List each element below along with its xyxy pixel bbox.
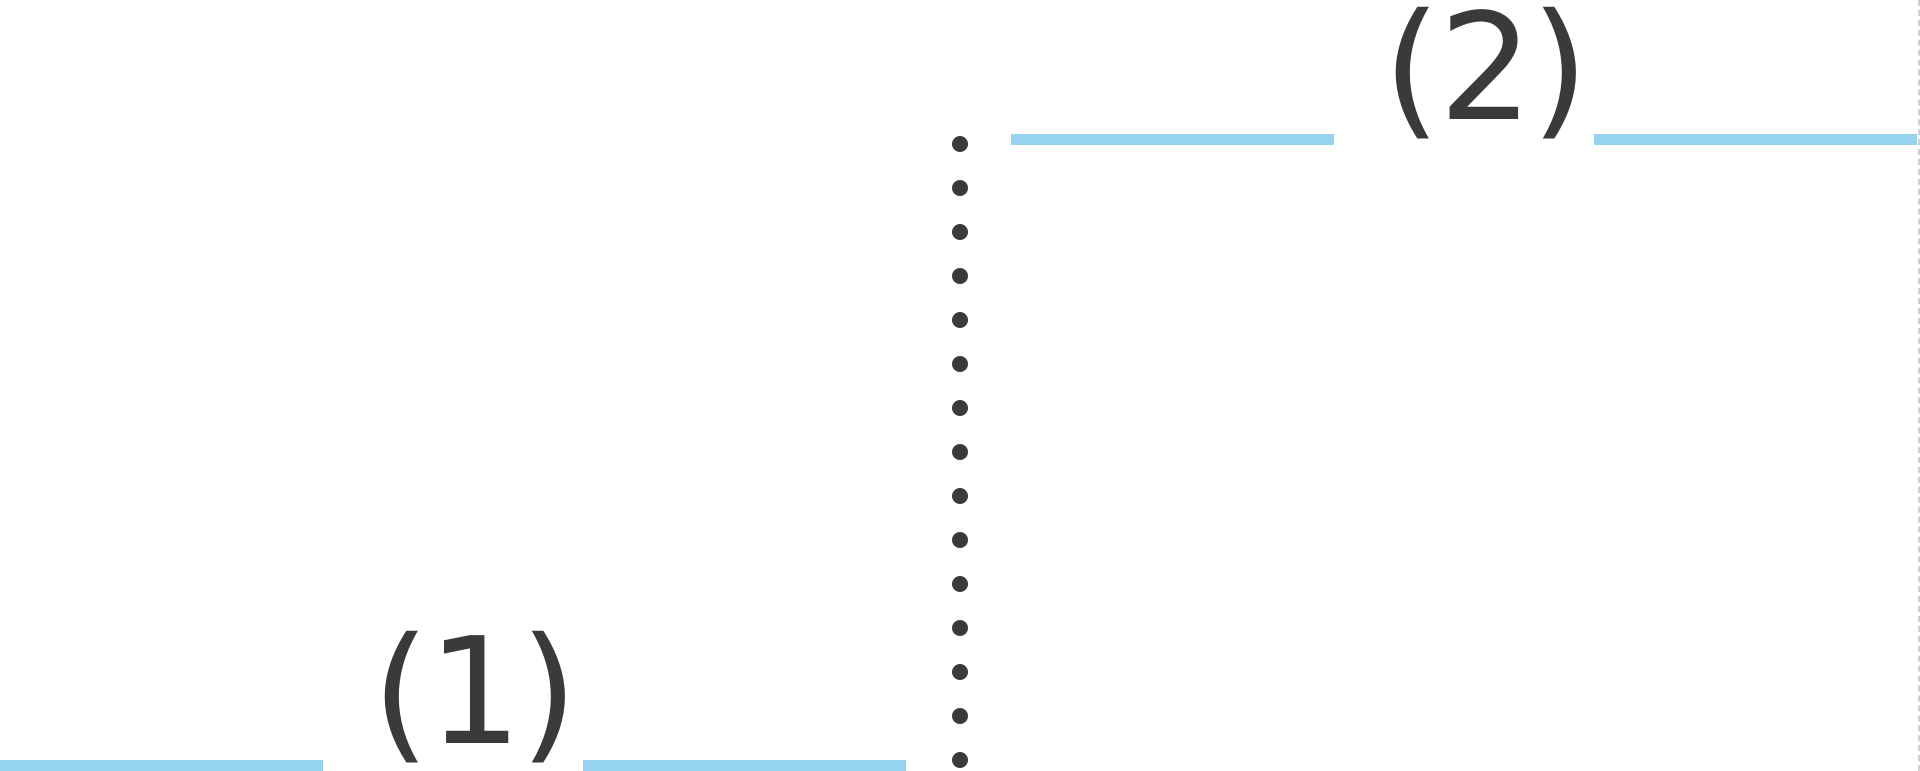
divider-dot <box>952 400 968 416</box>
divider-dot <box>952 752 968 768</box>
lower-level-line-right <box>583 760 906 771</box>
divider-dot <box>952 268 968 284</box>
divider-dot <box>952 708 968 724</box>
divider-dot <box>952 664 968 680</box>
divider-dot <box>952 312 968 328</box>
divider-dot <box>952 180 968 196</box>
divider-dot <box>952 576 968 592</box>
upper-level-line-right <box>1594 134 1917 145</box>
divider-dot <box>952 356 968 372</box>
divider-dot <box>952 224 968 240</box>
divider-dot <box>952 488 968 504</box>
dotted-divider <box>952 136 970 771</box>
lower-level-label: (1) <box>372 606 578 771</box>
lower-level-line-left <box>0 760 323 771</box>
divider-dot <box>952 444 968 460</box>
divider-dot <box>952 136 968 152</box>
divider-dot <box>952 620 968 636</box>
divider-dot <box>952 532 968 548</box>
upper-level-label: (2) <box>1383 0 1589 154</box>
upper-level-line-left <box>1011 134 1334 145</box>
right-edge-guide <box>1918 0 1920 771</box>
